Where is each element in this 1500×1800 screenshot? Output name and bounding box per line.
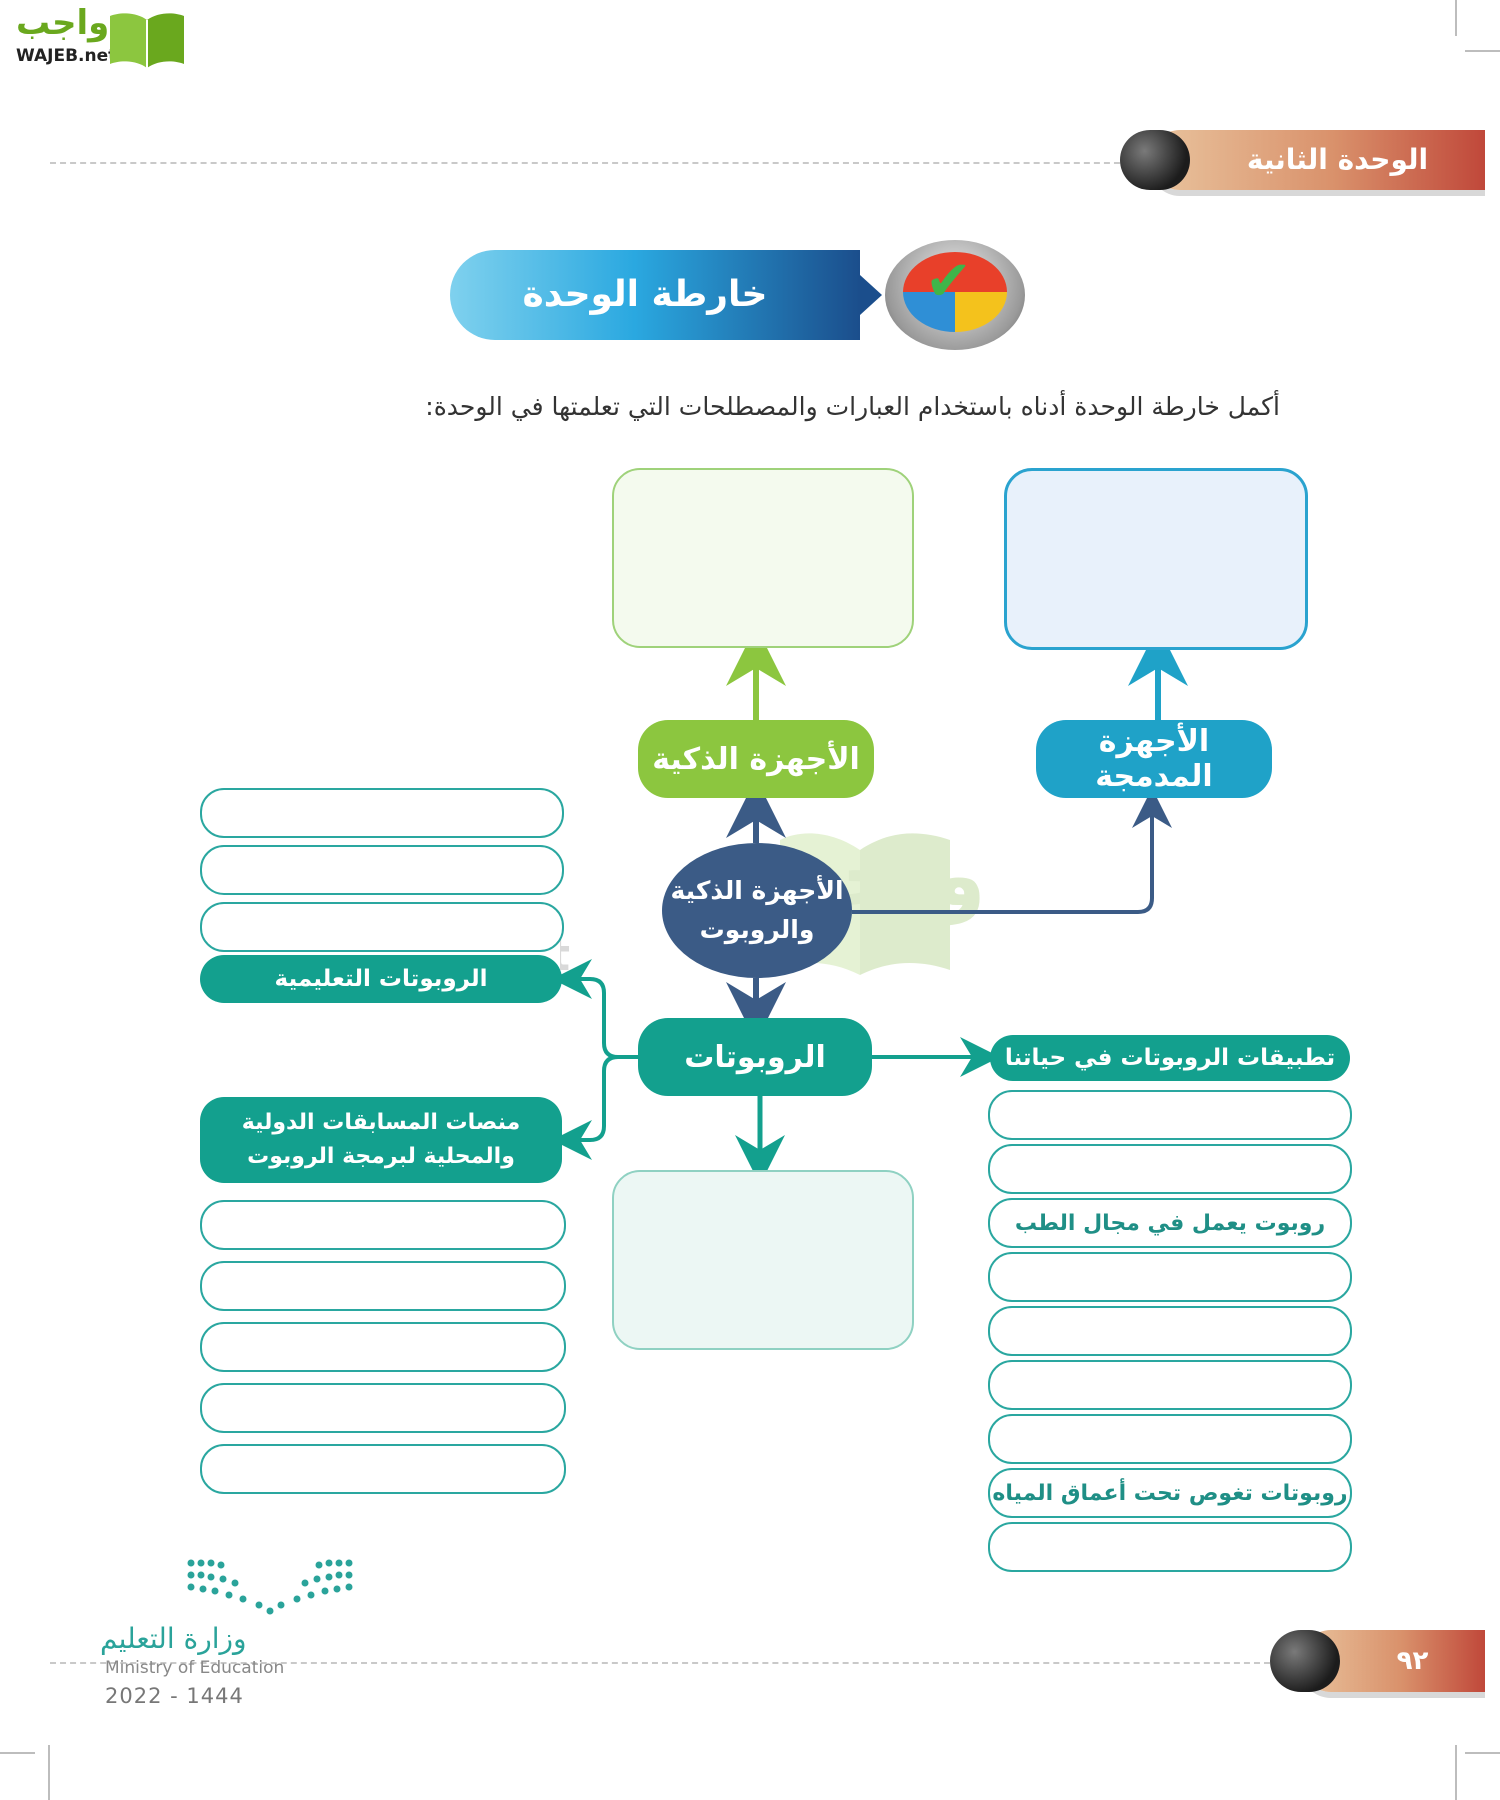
header-divider [50, 162, 1130, 164]
arrow-robots-to-competitions [552, 1055, 638, 1160]
robot-application-blank[interactable] [988, 1144, 1352, 1194]
crop-mark [1455, 1745, 1457, 1800]
educational-robot-blank[interactable] [200, 902, 564, 952]
competition-platforms-line1: منصات المسابقات الدولية [241, 1109, 521, 1135]
center-topic-line2: والروبوت [699, 914, 815, 944]
robots-answer-box[interactable] [612, 1170, 914, 1350]
unit-banner: الوحدة الثانية [1120, 130, 1485, 190]
page-number: ٩٢ [1396, 1646, 1429, 1676]
book-icon [110, 13, 184, 68]
footer-divider [50, 1662, 1270, 1664]
section-title-banner: خارطة الوحدة [450, 250, 882, 340]
center-topic-node: الأجهزة الذكية والروبوت [662, 843, 852, 978]
checkmark-icon: ✔ [925, 249, 972, 314]
banner-notch [860, 275, 882, 315]
competition-platforms-label: منصات المسابقات الدولية والمحلية لبرمجة … [200, 1097, 562, 1183]
ministry-name-english: Ministry of Education [105, 1658, 285, 1678]
arrow-robots-to-educational [552, 959, 638, 1059]
educational-robot-blank[interactable] [200, 845, 564, 895]
ministry-name-arabic: وزارة التعليم [100, 1622, 247, 1655]
underwater-robots-item: روبوتات تغوص تحت أعماق المياه [988, 1468, 1352, 1518]
crop-mark [48, 1745, 50, 1800]
embedded-devices-answer-box[interactable] [1004, 468, 1308, 650]
smart-devices-node: الأجهزة الذكية [638, 720, 874, 798]
competition-platform-blank[interactable] [200, 1383, 566, 1433]
educational-robot-blank[interactable] [200, 788, 564, 838]
checkmark-badge-icon: ✔ [885, 240, 1025, 350]
embedded-devices-node: الأجهزة المدمجة [1036, 720, 1272, 798]
crop-mark [1465, 50, 1500, 52]
competition-platform-blank[interactable] [200, 1261, 566, 1311]
instruction-text: أكمل خارطة الوحدة أدناه باستخدام العبارا… [425, 392, 1280, 421]
competition-platforms-line2: والمحلية لبرمجة الروبوت [247, 1144, 515, 1169]
crop-mark [1455, 0, 1457, 36]
badge-color-wheel [903, 252, 1007, 332]
ministry-logo-icon [187, 1559, 353, 1615]
edition-year: 2022 - 1444 [105, 1684, 244, 1708]
smart-devices-answer-box[interactable] [612, 468, 914, 648]
banner-cap [1120, 130, 1190, 190]
robot-application-blank[interactable] [988, 1306, 1352, 1356]
robot-application-blank[interactable] [988, 1090, 1352, 1140]
arrow-center-to-embedded [852, 788, 1172, 914]
robot-applications-label: تطبيقات الروبوتات في حياتنا [990, 1035, 1350, 1081]
crop-mark [1465, 1752, 1500, 1754]
page-number-tab: ٩٢ [1270, 1630, 1485, 1692]
wajeb-logo[interactable]: واجب WAJEB.net [10, 6, 190, 72]
robots-node: الروبوتات [638, 1018, 872, 1096]
robot-application-blank[interactable] [988, 1522, 1352, 1572]
competition-platform-blank[interactable] [200, 1444, 566, 1494]
unit-label: الوحدة الثانية [1246, 143, 1429, 176]
page-tab-cap [1270, 1630, 1340, 1692]
competition-platform-blank[interactable] [200, 1200, 566, 1250]
section-title: خارطة الوحدة [522, 274, 768, 315]
crop-mark [0, 1752, 35, 1754]
medical-robot-item: روبوت يعمل في مجال الطب [988, 1198, 1352, 1248]
logo-arabic-text: واجب [16, 3, 110, 43]
robot-application-blank[interactable] [988, 1414, 1352, 1464]
educational-robots-label: الروبوتات التعليمية [200, 955, 562, 1003]
robot-application-blank[interactable] [988, 1360, 1352, 1410]
robot-application-blank[interactable] [988, 1252, 1352, 1302]
logo-latin-text: WAJEB.net [16, 46, 117, 66]
competition-platform-blank[interactable] [200, 1322, 566, 1372]
center-topic-line1: الأجهزة الذكية [670, 875, 844, 905]
